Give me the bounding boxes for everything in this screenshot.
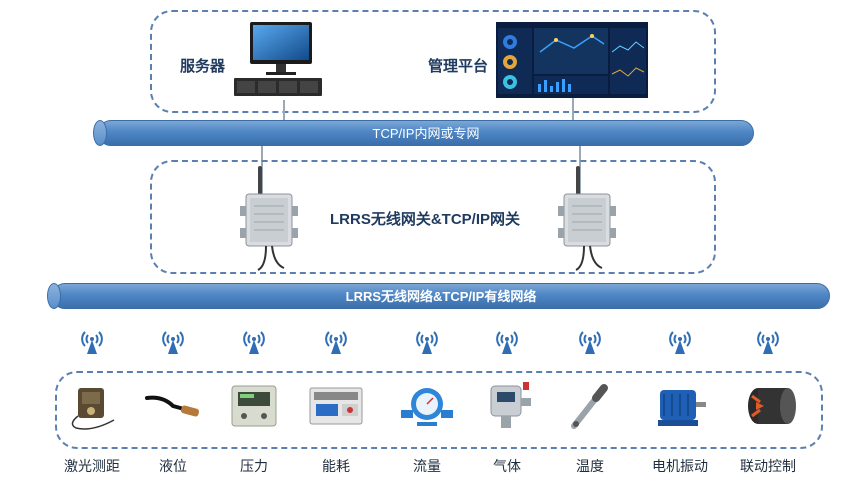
- server-icon: [234, 22, 322, 96]
- sensor-label: 气体: [493, 458, 521, 474]
- wireless-gateway-icon: [240, 166, 298, 271]
- intranet-pipe: TCP/IP内网或专网: [93, 120, 754, 146]
- sensor-label: 能耗: [322, 458, 350, 474]
- server-connector: [283, 100, 285, 120]
- field-network-pipe: LRRS无线网络&TCP/IP有线网络: [47, 283, 830, 309]
- wireless-signal-icon: [321, 326, 351, 356]
- sensor-label: 激光测距: [64, 458, 120, 474]
- wireless-signal-icon: [158, 326, 188, 356]
- laser-rangefinder-icon: [62, 380, 122, 432]
- wireless-signal-icon: [492, 326, 522, 356]
- platform-connector: [572, 98, 574, 120]
- top-system-box: [150, 10, 716, 113]
- gateway-label: LRRS无线网关&TCP/IP网关: [330, 211, 521, 228]
- temperature-sensor-icon: [560, 380, 620, 432]
- energy-meter-icon: [306, 380, 366, 432]
- wireless-signal-icon: [239, 326, 269, 356]
- platform-label: 管理平台: [428, 58, 489, 75]
- dashboard-screen-icon: [496, 22, 648, 98]
- field-network-pipe-label: LRRS无线网络&TCP/IP有线网络: [345, 289, 537, 304]
- motor-icon: [650, 380, 710, 432]
- pipe-left-cap: [47, 283, 61, 309]
- wireless-signal-icon: [77, 326, 107, 356]
- wireless-gateway-icon: [558, 166, 616, 271]
- intranet-pipe-label: TCP/IP内网或专网: [372, 126, 480, 141]
- sensor-label: 流量: [413, 458, 441, 474]
- server-label: 服务器: [180, 58, 226, 75]
- sensor-label: 电机振动: [652, 458, 708, 474]
- wireless-signal-icon: [753, 326, 783, 356]
- gateway-box: [150, 160, 716, 274]
- wireless-signal-icon: [575, 326, 605, 356]
- gas-detector-icon: [477, 380, 537, 432]
- sensor-label: 联动控制: [740, 458, 796, 474]
- sensor-label: 压力: [240, 458, 268, 474]
- wireless-signal-icon: [412, 326, 442, 356]
- sensor-label: 液位: [159, 458, 187, 474]
- sensor-label: 温度: [576, 458, 604, 474]
- sensor-box: [55, 371, 823, 449]
- fan-control-icon: [738, 380, 798, 432]
- pressure-meter-icon: [224, 380, 284, 432]
- wireless-signal-icon: [665, 326, 695, 356]
- water-flow-meter-icon: [397, 380, 457, 432]
- level-probe-icon: [143, 380, 203, 432]
- pipe-left-cap: [93, 120, 107, 146]
